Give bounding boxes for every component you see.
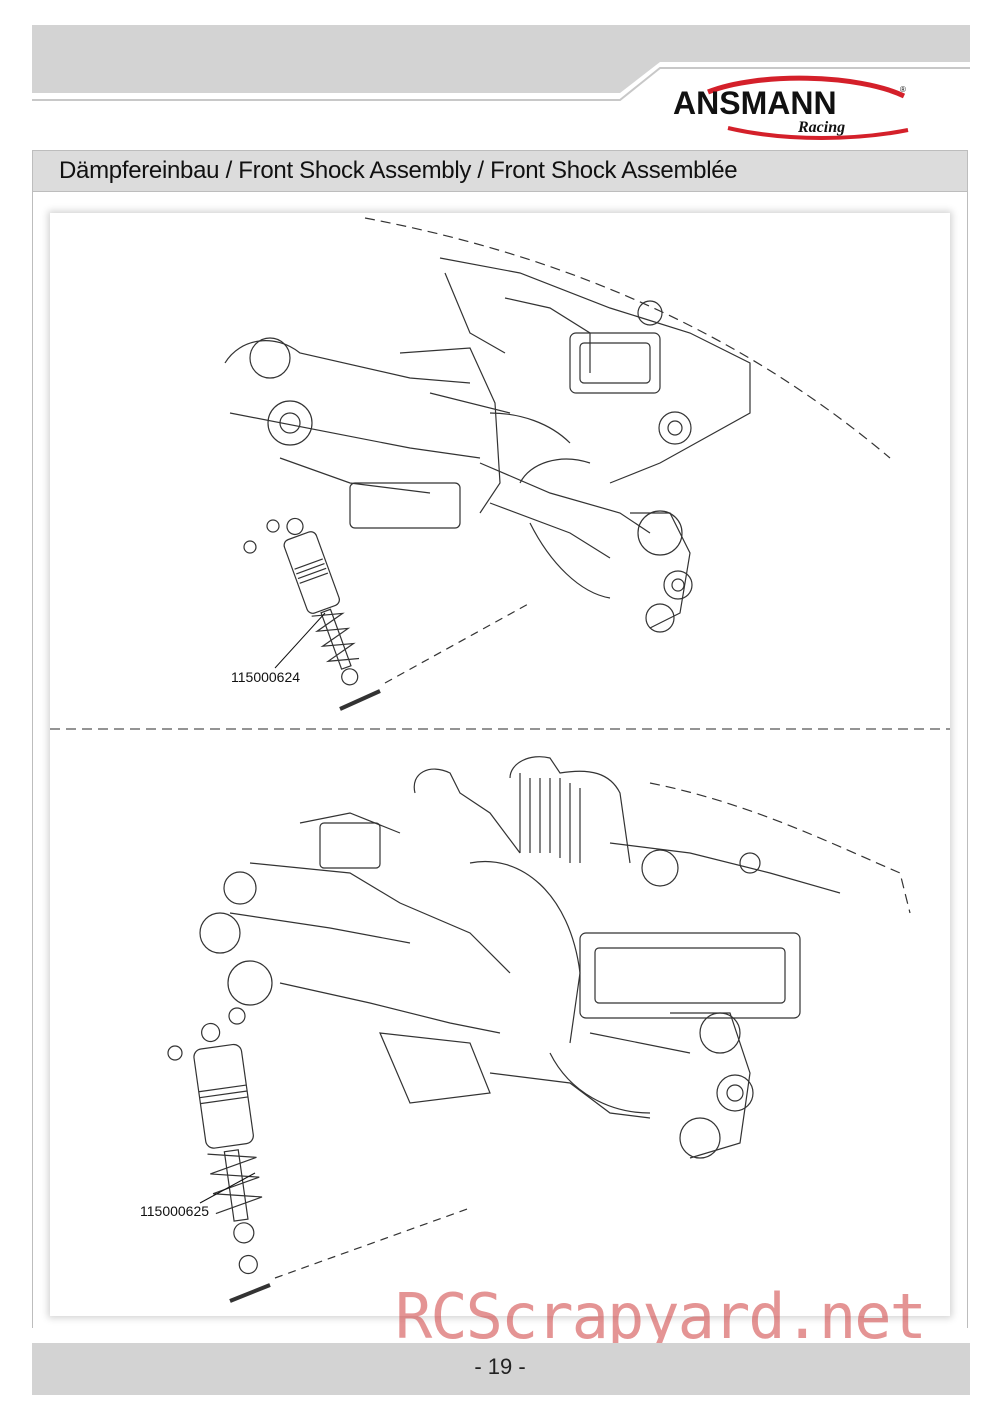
part-number-label: 115000624 <box>231 669 301 685</box>
assembly-diagram <box>50 217 950 1303</box>
content-frame <box>32 192 968 1328</box>
brand-name: ANSMANN <box>673 85 837 121</box>
part-number-label: 115000625 <box>140 1203 210 1219</box>
step1-chassis-drawing <box>224 217 891 633</box>
section-title: Dämpfereinbau / Front Shock Assembly / F… <box>59 157 738 184</box>
svg-text:®: ® <box>900 85 906 94</box>
footer-bar <box>32 1343 970 1395</box>
step1-shock-absorber <box>283 517 360 686</box>
instruction-panel: 115000624 115000625 <box>50 213 950 1316</box>
step2-shock-absorber <box>193 1022 263 1275</box>
section-title-bar: Dämpfereinbau / Front Shock Assembly / F… <box>32 150 968 192</box>
step2-chassis-drawing <box>199 756 911 1159</box>
ansmann-racing-logo: ANSMANN Racing ® <box>668 70 918 145</box>
page-number: - 19 - <box>474 1354 526 1379</box>
watermark: RCScrapyard.net <box>395 1280 927 1353</box>
brand-sub: Racing <box>797 119 845 136</box>
